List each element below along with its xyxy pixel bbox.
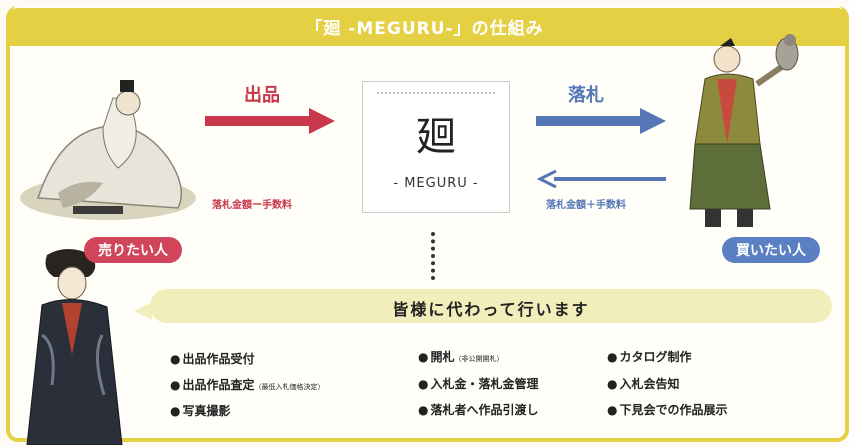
service-item: ●開札（非公開開札） bbox=[418, 350, 504, 364]
logo-divider bbox=[377, 92, 495, 94]
logo-subtitle: - MEGURU - bbox=[393, 176, 479, 191]
meguru-logo-box: 廻 - MEGURU - bbox=[362, 81, 510, 213]
seller-receives-note: 落札金額ー手数料 bbox=[212, 200, 292, 211]
service-item: ●写真撮影 bbox=[170, 404, 231, 418]
service-item: ●入札金・落札金管理 bbox=[418, 377, 539, 391]
winning-bid-label: 落札 bbox=[568, 85, 604, 106]
service-item: ●出品作品査定（最低入札価格決定） bbox=[170, 378, 325, 392]
service-item: ●落札者へ作品引渡し bbox=[418, 403, 539, 417]
speech-bubble bbox=[150, 289, 832, 323]
narrator-illustration-icon bbox=[26, 249, 123, 445]
logo-kanji: 廻 bbox=[416, 114, 456, 160]
seller-illustration-icon bbox=[20, 80, 196, 220]
service-item: ●入札会告知 bbox=[607, 377, 680, 391]
payment-arrow-icon bbox=[536, 170, 666, 188]
title-bar bbox=[6, 8, 849, 46]
seller-badge: 売りたい人 bbox=[84, 237, 182, 263]
service-item: ●出品作品受付 bbox=[170, 352, 255, 366]
diagram-title: 「廻 -MEGURU-」の仕組み bbox=[305, 19, 544, 39]
buyer-badge: 買いたい人 bbox=[722, 237, 820, 263]
listing-label: 出品 bbox=[244, 85, 280, 106]
service-item: ●下見会での作品展示 bbox=[607, 403, 728, 417]
banner-text: 皆様に代わって行います bbox=[392, 300, 590, 319]
winning-bid-arrow-icon bbox=[536, 108, 666, 134]
buyer-pays-note: 落札金額＋手数料 bbox=[546, 200, 626, 211]
speech-bubble-tail bbox=[134, 302, 152, 320]
service-item: ●カタログ制作 bbox=[607, 350, 692, 364]
listing-arrow-icon bbox=[205, 108, 335, 134]
vertical-dotted-connector bbox=[431, 232, 439, 280]
buyer-illustration-icon bbox=[689, 34, 799, 227]
